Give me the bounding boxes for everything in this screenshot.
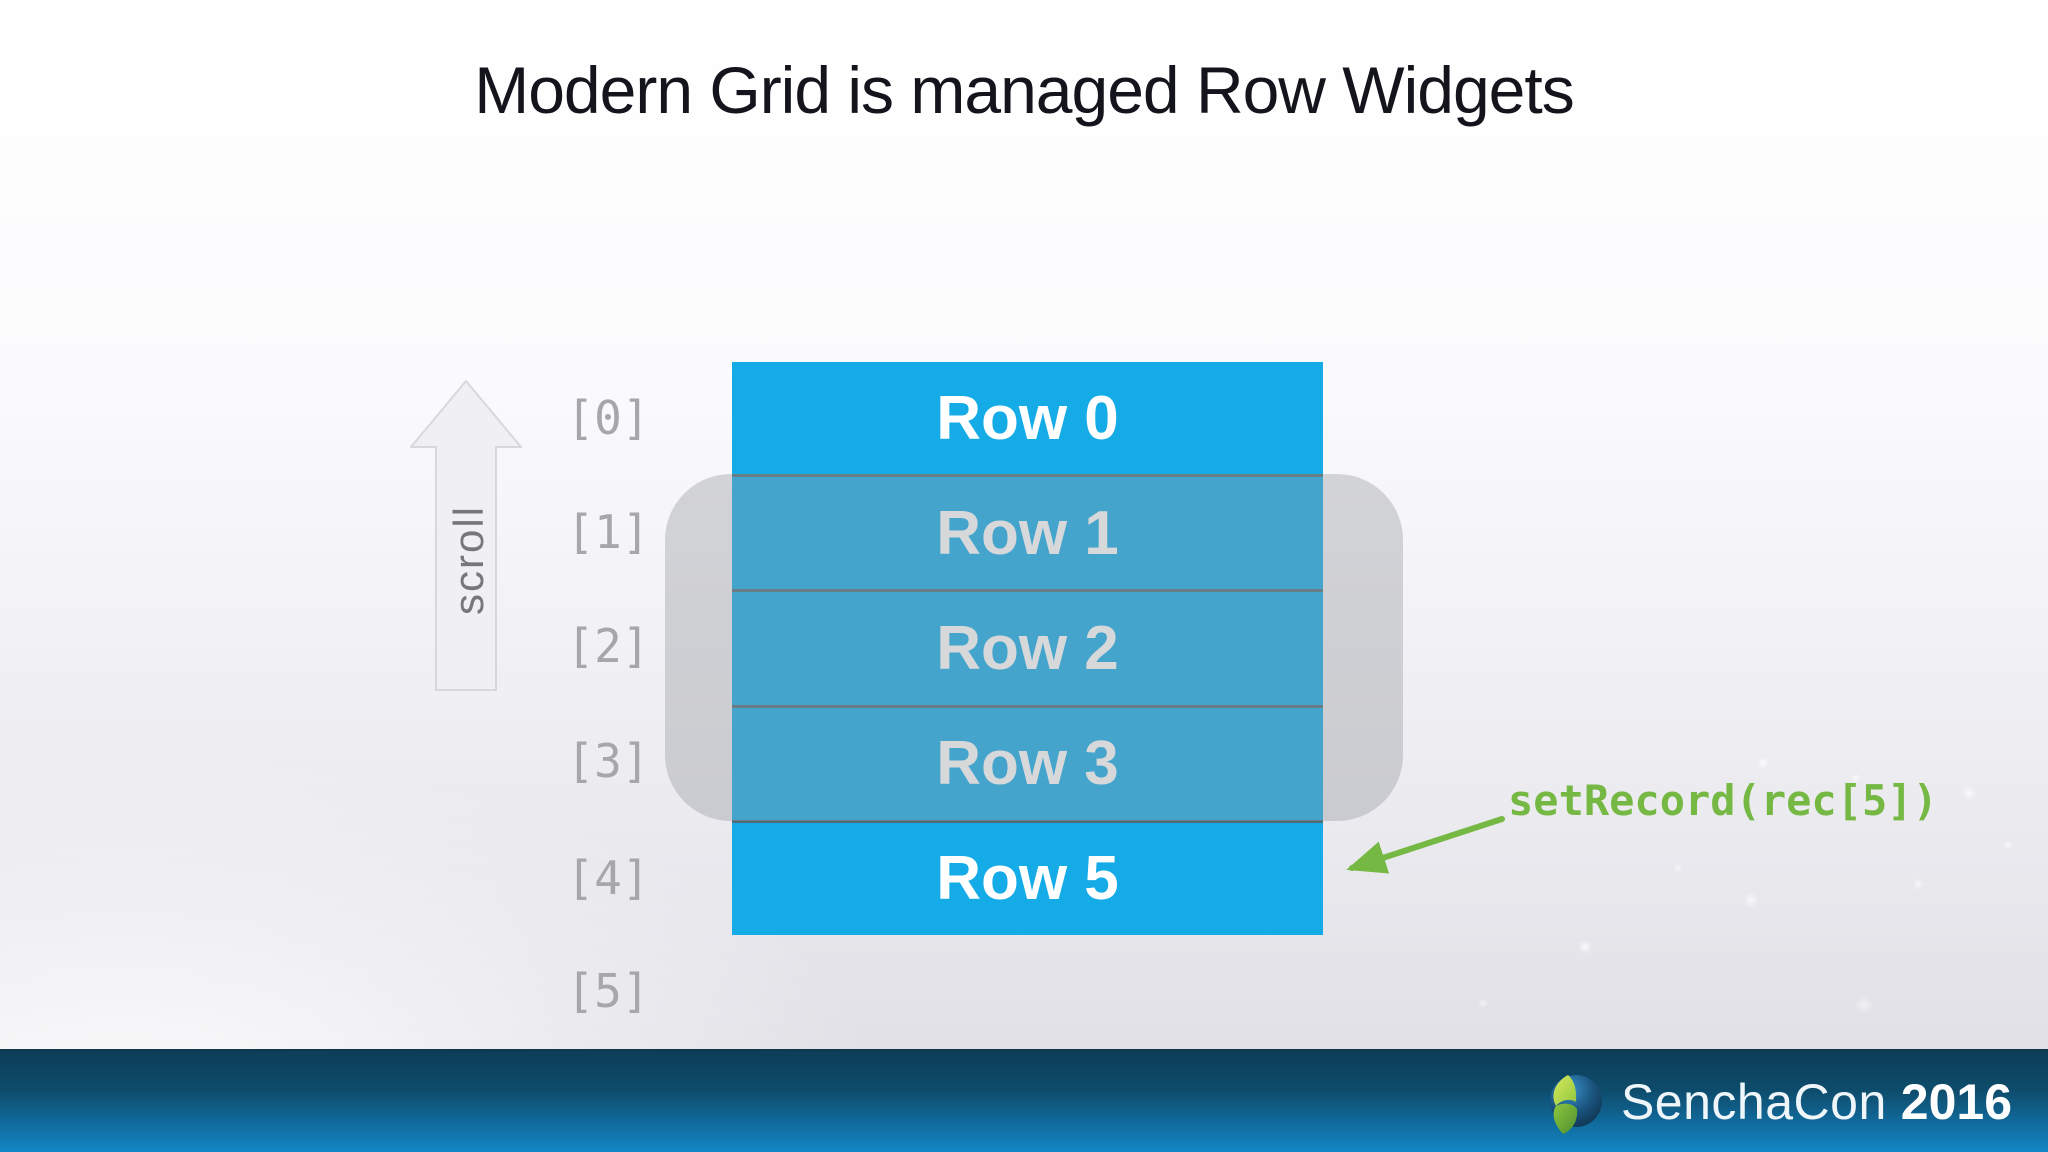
store-index-4: [4] xyxy=(566,851,650,905)
row-widgets-stack: Row 0 Row 1 Row 2 Row 3 Row 5 xyxy=(732,362,1323,936)
row-widget-4: Row 5 xyxy=(732,819,1323,936)
scroll-label: scroll xyxy=(445,505,492,616)
store-index-1: [1] xyxy=(566,505,650,559)
footer-year-text: 2016 xyxy=(1900,1073,2012,1130)
store-index-2: [2] xyxy=(566,619,650,673)
row-widget-2: Row 2 xyxy=(732,589,1323,705)
store-index-5: [5] xyxy=(566,964,650,1018)
set-record-annotation: setRecord(rec[5]) xyxy=(1508,776,1938,825)
footer-bar: SenchaCon 2016 xyxy=(0,1049,2048,1152)
row-widget-1: Row 1 xyxy=(732,474,1323,590)
slide-title: Modern Grid is managed Row Widgets xyxy=(474,53,1574,127)
store-index-3: [3] xyxy=(566,734,650,788)
scroll-up-arrow-icon xyxy=(410,380,522,691)
store-index-0: [0] xyxy=(566,391,650,445)
row-widget-3: Row 3 xyxy=(732,704,1323,820)
viewport-overlay xyxy=(665,474,1403,821)
footer-brand-text: SenchaCon xyxy=(1620,1073,1887,1130)
row-widget-0: Row 0 xyxy=(732,362,1323,475)
sencha-logo-icon xyxy=(1549,1074,1602,1134)
